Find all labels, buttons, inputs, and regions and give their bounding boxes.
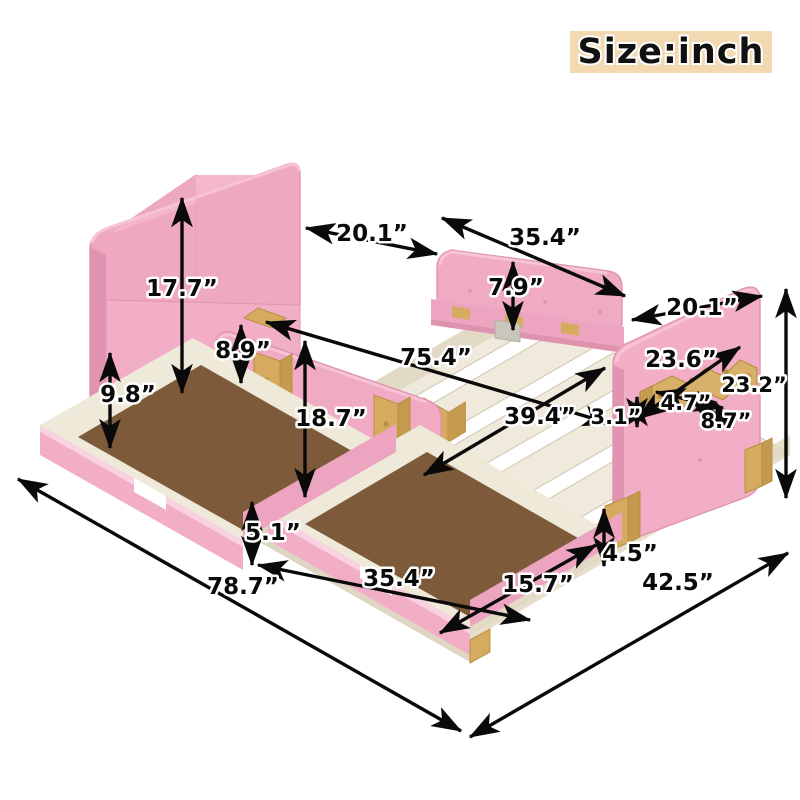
dimlabel-overall-length: 78.7” xyxy=(207,574,279,600)
size-unit-label: Size:inch xyxy=(576,30,766,74)
dimline-overall-length xyxy=(16,477,463,733)
dimline-footboard-offset-top xyxy=(630,290,764,326)
dimlabel-overall-width: 42.5” xyxy=(642,570,714,596)
dimlabel-front-guardrail-height: 8.9” xyxy=(215,338,271,364)
dimline-back-guardrail-length xyxy=(440,216,627,298)
dimlabel-drawer-front-height: 5.1” xyxy=(245,520,301,546)
dimlabel-deck-floor-height: 9.8” xyxy=(100,382,156,408)
dimline-overall-width xyxy=(468,551,790,739)
dimline-deck-width xyxy=(422,366,607,477)
dimlabel-guardrail-top-height: 18.7” xyxy=(295,406,367,432)
dimlabel-footboard-rail-drop: 8.7” xyxy=(700,409,751,433)
dimlabel-footboard-offset-top: 20.1” xyxy=(666,295,738,321)
dimlabel-footboard-rail-diag: 23.2” xyxy=(721,373,787,397)
dimlabel-deck-width: 39.4” xyxy=(504,404,576,430)
dimlabel-back-guardrail-height: 7.9” xyxy=(488,275,544,301)
dimlabel-footboard-rail-short: 4.7” xyxy=(660,391,711,415)
dimline-footboard-rail-short xyxy=(654,388,725,412)
dimlabel-deck-length: 75.4” xyxy=(400,345,472,371)
dimlabel-leg-height: 4.5” xyxy=(602,541,658,567)
dimlabel-footboard-rail-thick: 3.1” xyxy=(590,405,641,429)
dimlabel-drawer-width: 35.4” xyxy=(363,566,435,592)
size-unit-badge: Size:inch xyxy=(570,30,772,74)
dimlabel-headboard-offset-top: 20.1” xyxy=(336,221,408,247)
dimension-labels: 17.7” 20.1” 35.4” 7.9” 20.1” 8.9” 75.4” … xyxy=(98,219,790,603)
dimlabel-footboard-rail-long: 23.6” xyxy=(645,347,717,373)
dimlabel-drawer-depth: 15.7” xyxy=(502,572,574,598)
dimension-lines xyxy=(16,196,797,739)
dimlabel-back-guardrail-length: 35.4” xyxy=(509,225,581,251)
dimline-headboard-offset-top xyxy=(304,223,439,259)
dimlabel-headboard-height: 17.7” xyxy=(146,276,218,302)
dimline-footboard-rail-long xyxy=(635,345,742,421)
